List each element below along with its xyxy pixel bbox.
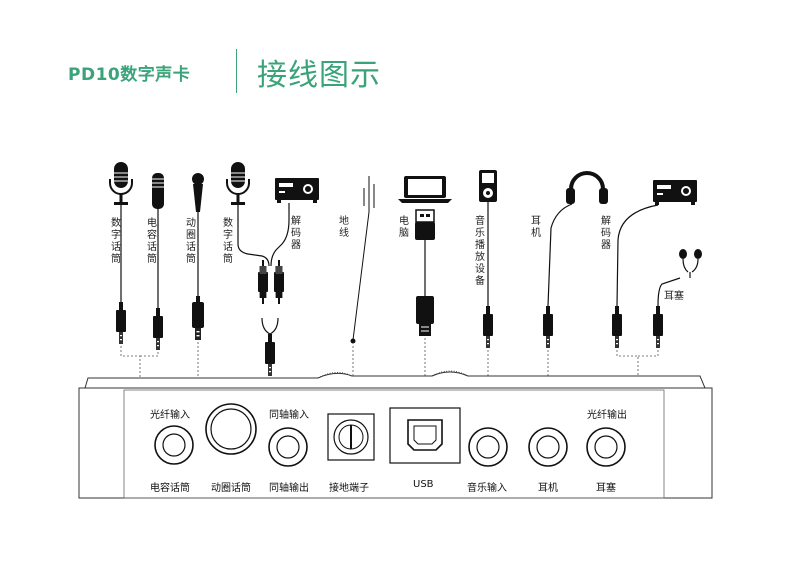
device-label-decoder-2: 解码器 xyxy=(601,216,611,251)
device-label-dynamic-mic: 动圈话筒 xyxy=(186,218,196,265)
port-headphone[interactable] xyxy=(528,427,568,467)
device-label-earbuds: 耳塞 xyxy=(664,291,684,302)
plug-3-5mm xyxy=(612,306,622,348)
port-label-coax-out: 同轴输出 xyxy=(269,483,309,494)
usb-plug xyxy=(415,209,435,240)
port-label-dynamic: 动圈话筒 xyxy=(211,483,251,494)
usb-b-plug xyxy=(416,296,434,336)
condenser-mic-icon xyxy=(109,161,133,206)
device-label-music-player: 音乐播放设备 xyxy=(475,216,485,287)
port-label-headphone: 耳机 xyxy=(538,483,558,494)
port-music-in[interactable] xyxy=(468,427,508,467)
dynamic-mic-icon xyxy=(192,173,204,212)
port-usb[interactable] xyxy=(389,407,461,464)
plug-3-5mm xyxy=(483,306,493,348)
port-coax-out[interactable] xyxy=(268,427,308,467)
device-label-decoder: 解码器 xyxy=(291,216,301,251)
device-label-digital-mic: 数字话筒 xyxy=(111,218,121,265)
ground-wire-icon xyxy=(363,176,375,212)
port-condenser-mic[interactable] xyxy=(154,425,194,465)
port-dynamic-mic[interactable] xyxy=(205,403,257,455)
headphones-icon xyxy=(566,171,608,204)
plug-3-5mm xyxy=(116,302,126,344)
device-label-condenser-mic: 电容话筒 xyxy=(147,218,157,265)
header: PD10数字声卡 接线图示 xyxy=(0,0,790,110)
condenser-mic-icon xyxy=(226,161,250,206)
header-divider xyxy=(236,49,237,93)
device-label-ground: 地线 xyxy=(339,216,349,239)
port-label-condenser: 电容话筒 xyxy=(150,483,190,494)
page-title: 接线图示 xyxy=(257,58,381,93)
ground-terminal-dot xyxy=(350,338,356,344)
plug-3-5mm xyxy=(153,308,163,350)
panel-label-optical-in: 光纤输入 xyxy=(150,410,190,421)
music-player-icon xyxy=(479,170,497,202)
decoder-icon xyxy=(275,178,319,203)
cables xyxy=(120,202,681,341)
product-name: PD10数字声卡 xyxy=(68,65,191,85)
device-label-headphones: 耳机 xyxy=(531,216,541,239)
panel-label-coax-in: 同轴输入 xyxy=(269,410,309,421)
plug-6-35mm xyxy=(192,296,204,340)
port-label-earbuds: 耳塞 xyxy=(596,483,616,494)
port-earbuds[interactable] xyxy=(586,427,626,467)
device-label-computer: 电脑 xyxy=(399,216,409,239)
plug-3-5mm xyxy=(653,306,663,348)
plug-3-5mm xyxy=(265,334,275,376)
decoder-icon xyxy=(653,180,697,205)
port-ground-terminal[interactable] xyxy=(327,413,375,461)
port-label-music-in: 音乐输入 xyxy=(467,483,507,494)
panel-label-optical-out: 光纤输出 xyxy=(587,410,627,421)
earbuds-icon xyxy=(679,249,702,278)
condenser-mic-tall-icon xyxy=(152,173,164,209)
plug-3-5mm xyxy=(543,306,553,348)
port-label-usb: USB xyxy=(413,479,434,490)
port-label-ground: 接地端子 xyxy=(329,483,369,494)
device-label-digital-mic-2: 数字话筒 xyxy=(223,218,233,265)
laptop-icon xyxy=(398,176,452,203)
